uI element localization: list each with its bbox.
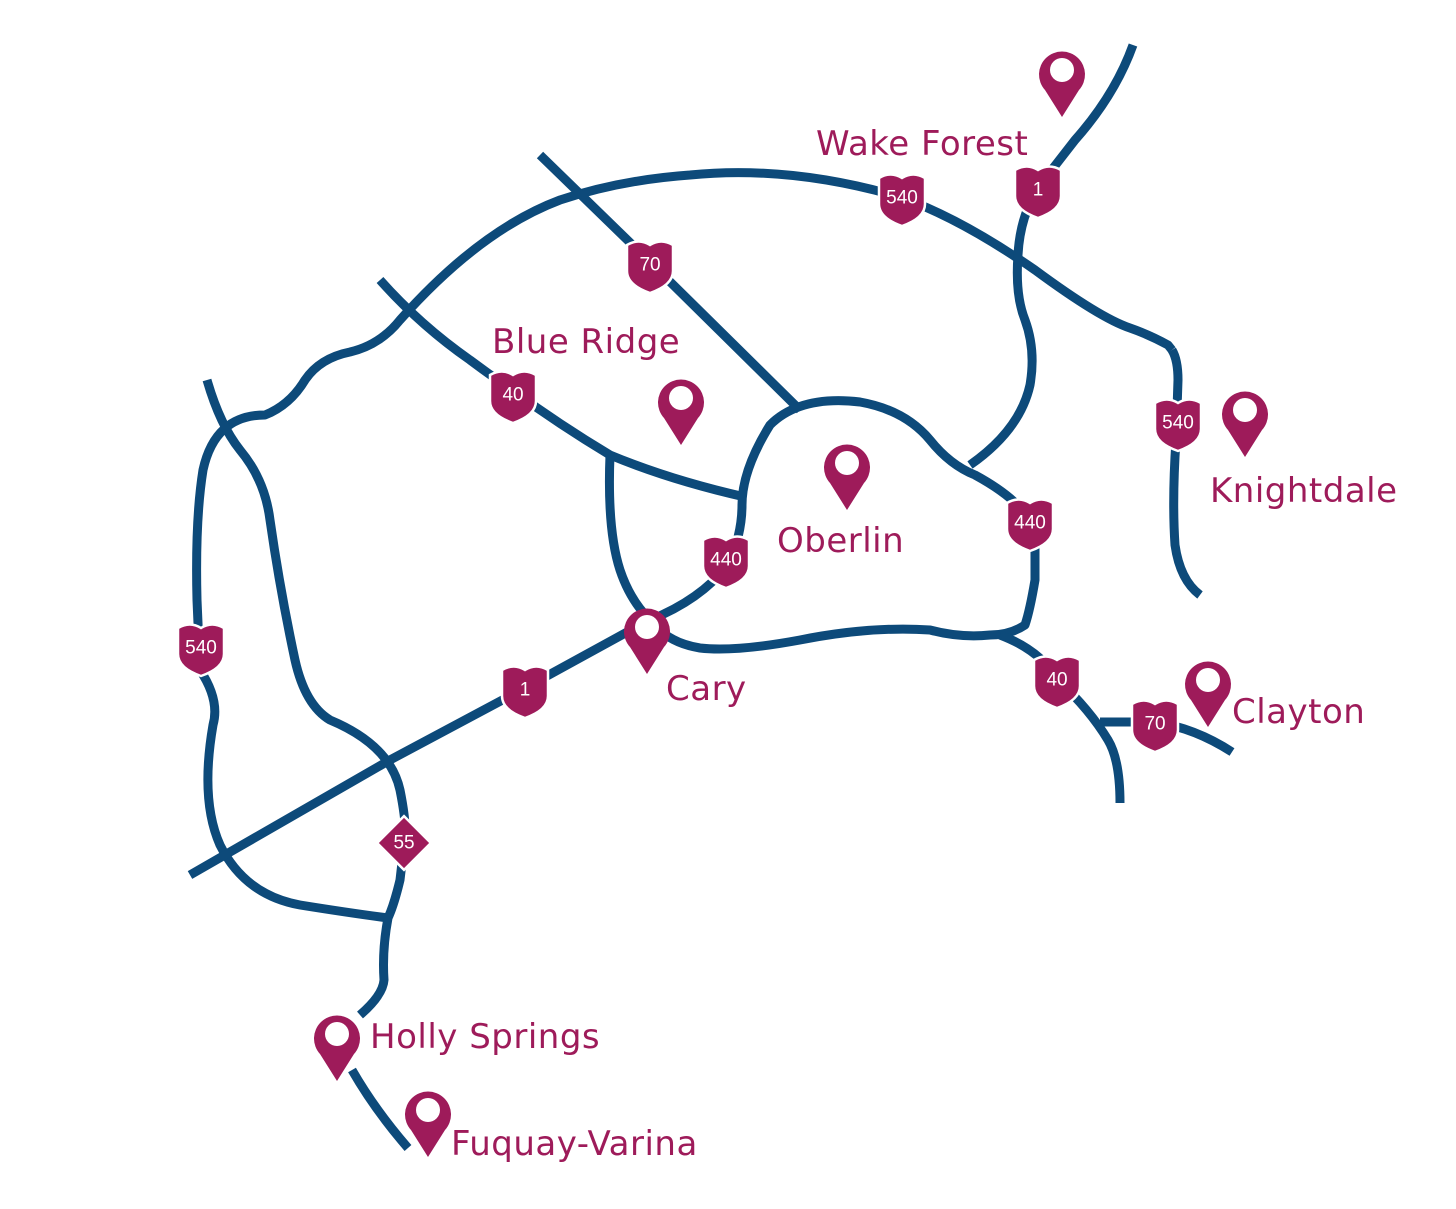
- route-shields: 540 1 70 40 540 440 440 540: [176, 165, 1203, 872]
- road-us1-south: [187, 621, 643, 879]
- town-label: Clayton: [1232, 692, 1365, 732]
- map-pin-icon: [405, 1091, 451, 1157]
- road-nc55: [202, 378, 410, 1019]
- shield-us70-east: 70: [1130, 699, 1180, 754]
- shield-nc55: 55: [375, 814, 433, 872]
- town-oberlin[interactable]: Oberlin: [777, 444, 904, 561]
- town-label: Fuquay-Varina: [451, 1124, 698, 1164]
- road-fuquay: [348, 1067, 412, 1151]
- shield-label: 440: [1014, 513, 1046, 534]
- town-knightdale[interactable]: Knightdale: [1210, 391, 1398, 511]
- map-pin-icon: [658, 379, 704, 445]
- map-pin-icon: [1039, 51, 1085, 117]
- town-label: Wake Forest: [816, 124, 1028, 164]
- shield-label: 70: [639, 255, 660, 276]
- shield-label: 440: [710, 550, 742, 571]
- town-holly-springs[interactable]: Holly Springs: [314, 1015, 600, 1081]
- town-label: Blue Ridge: [492, 322, 680, 362]
- map-pin-icon: [314, 1015, 360, 1081]
- road-us1-north: [967, 43, 1138, 469]
- town-label: Oberlin: [777, 521, 904, 561]
- town-markers: Wake Forest Blue Ridge Oberlin Knightdal…: [314, 51, 1398, 1164]
- shield-label: 40: [1046, 670, 1067, 691]
- town-label: Cary: [666, 669, 747, 709]
- shield-label: 1: [1033, 180, 1044, 201]
- shield-i540-north: 540: [877, 173, 927, 228]
- shield-i440-west: 440: [701, 535, 751, 590]
- shield-i70-north: 70: [625, 240, 675, 295]
- town-wake-forest[interactable]: Wake Forest: [816, 51, 1085, 164]
- shield-label: 1: [520, 680, 531, 701]
- shield-i540-east: 540: [1153, 398, 1203, 453]
- shield-us1-north: 1: [1013, 165, 1063, 220]
- shield-i40-east: 40: [1032, 655, 1082, 710]
- road-network: [187, 43, 1235, 1151]
- shield-label: 55: [393, 833, 414, 854]
- shield-label: 540: [1162, 413, 1194, 434]
- shield-i440-east: 440: [1005, 498, 1055, 553]
- road-i440-beltline: [604, 396, 1040, 654]
- town-cary[interactable]: Cary: [624, 608, 747, 709]
- map-pin-icon: [1185, 661, 1231, 727]
- road-i540-west-loop: [192, 168, 1176, 923]
- shield-label: 540: [185, 638, 217, 659]
- map-pin-icon: [1222, 391, 1268, 457]
- shield-i40-west: 40: [488, 370, 538, 425]
- shield-label: 540: [886, 188, 918, 209]
- town-label: Holly Springs: [370, 1017, 600, 1057]
- town-blue-ridge[interactable]: Blue Ridge: [492, 322, 704, 445]
- map-pin-icon: [824, 444, 870, 510]
- shield-label: 40: [502, 385, 523, 406]
- road-i70-north: [536, 151, 804, 414]
- town-fuquay-varina[interactable]: Fuquay-Varina: [405, 1091, 698, 1164]
- road-i540-east: [1168, 347, 1203, 599]
- map-pin-icon: [624, 608, 670, 674]
- town-label: Knightdale: [1210, 471, 1398, 511]
- town-clayton[interactable]: Clayton: [1185, 661, 1365, 732]
- road-i40-east: [998, 630, 1125, 804]
- shield-us1-south: 1: [500, 665, 550, 720]
- shield-label: 70: [1144, 714, 1165, 735]
- shield-i540-west: 540: [176, 623, 226, 678]
